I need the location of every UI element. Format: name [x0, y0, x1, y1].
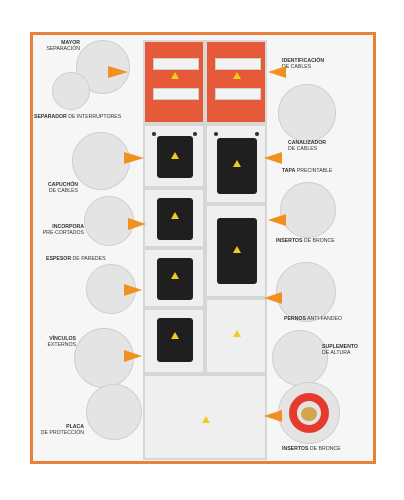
label-tapa: TAPA PRECINTABLE — [282, 168, 333, 174]
meter-box-2 — [143, 188, 205, 248]
label-separador: SEPARADOR DE INTERRUPTORES — [34, 114, 122, 120]
detail-separator — [52, 72, 90, 110]
meter-box-1 — [143, 124, 205, 188]
detail-precut — [84, 196, 134, 246]
detail-cable-cap — [72, 132, 130, 190]
base-box — [143, 374, 267, 460]
detail-seal-cover — [280, 182, 336, 238]
detail-brass-insert — [278, 382, 340, 444]
detail-protection-plate — [86, 384, 142, 440]
detail-pernos — [276, 262, 336, 322]
breaker-panel-right — [205, 40, 267, 124]
meter-box-3 — [143, 248, 205, 308]
meter-box-4 — [143, 308, 205, 374]
label-insertos-top: INSERTOS DE BRONCE — [276, 238, 335, 244]
breaker-panel-left — [143, 40, 205, 124]
label-espesor: ESPESOR DE PAREDES — [46, 256, 106, 262]
blank-box — [205, 298, 267, 374]
detail-wall-thickness — [86, 264, 136, 314]
detail-cable-id — [278, 84, 336, 142]
label-insertos-bottom: INSERTOS DE BRONCE — [282, 446, 341, 452]
detail-external-links — [74, 328, 134, 388]
detail-height-supplement — [272, 330, 328, 386]
label-pernos: PERNOS ANTI-FANDEO — [284, 316, 342, 322]
meter-box-5 — [205, 124, 267, 204]
meter-box-6 — [205, 204, 267, 298]
